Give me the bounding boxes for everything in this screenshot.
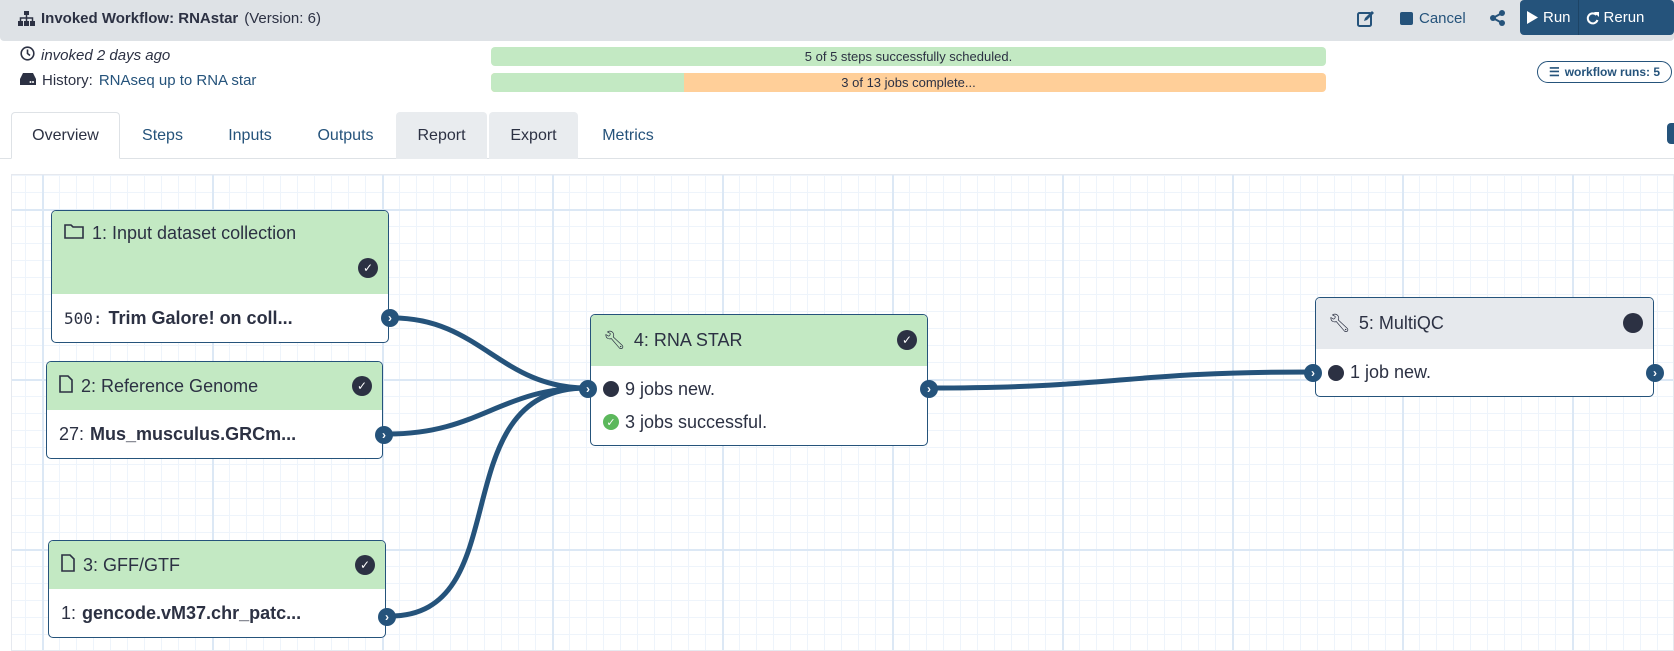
clock-icon	[603, 381, 619, 397]
wrench-icon: 🔧︎	[1328, 313, 1351, 333]
node-header: 3: GFF/GTF ✓	[49, 541, 385, 589]
folder-icon	[64, 223, 84, 244]
check-circle-icon: ✓	[603, 414, 619, 430]
workflow-title: Invoked Workflow: RNAstar (Version: 6)	[18, 10, 321, 27]
output-name: Mus_musculus.GRCm...	[90, 423, 297, 444]
rerun-button[interactable]: Rerun	[1577, 0, 1652, 35]
rerun-label: Rerun	[1603, 9, 1645, 26]
tab-export[interactable]: Export	[489, 112, 578, 159]
steps-progress-bar: 5 of 5 steps successfully scheduled.	[491, 47, 1326, 66]
cancel-label: Cancel	[1419, 10, 1466, 27]
workflow-node-reference-genome[interactable]: 2: Reference Genome ✓ 27:Mus_musculus.GR…	[46, 361, 393, 459]
run-label: Run	[1543, 9, 1571, 26]
invoked-text: invoked 2 days ago	[41, 47, 171, 64]
node-title: 5: MultiQC	[1358, 313, 1444, 333]
jobs-successful-text: 3 jobs successful.	[625, 411, 768, 432]
jobs-new-text: 9 jobs new.	[625, 378, 716, 399]
edit-button[interactable]	[1357, 10, 1375, 31]
sitemap-icon	[18, 11, 35, 26]
wrench-icon: 🔧︎	[603, 330, 626, 350]
output-terminal[interactable]: ›	[381, 309, 399, 327]
jobs-progress-fill	[491, 73, 684, 92]
header-bar	[0, 0, 1674, 41]
tab-metrics[interactable]: Metrics	[602, 126, 654, 144]
history-link[interactable]: RNAseq up to RNA star	[98, 72, 257, 89]
file-icon	[61, 553, 75, 577]
node-title: 3: GFF/GTF	[83, 554, 180, 575]
edit-icon	[1357, 10, 1375, 31]
title-text: Invoked Workflow: RNAstar	[41, 10, 239, 27]
share-icon	[1490, 10, 1505, 30]
node-output: 500:Trim Galore! on coll...	[52, 294, 388, 342]
workflow-runs-badge[interactable]: ☰ workflow runs: 5	[1537, 61, 1672, 83]
steps-progress-text: 5 of 5 steps successfully scheduled.	[804, 49, 1013, 64]
file-icon	[59, 374, 73, 398]
tab-overview[interactable]: Overview	[11, 112, 120, 159]
node-output: 27:Mus_musculus.GRCm...	[47, 410, 382, 458]
node-title: 4: RNA STAR	[633, 330, 743, 350]
node-header: 🔧︎ 4: RNA STAR ✓	[591, 315, 927, 366]
history-label: History:	[42, 72, 93, 89]
cancel-button[interactable]: Cancel	[1400, 10, 1466, 27]
node-job-states: 1 job new.	[1316, 349, 1653, 396]
clock-icon	[1328, 364, 1344, 381]
list-icon: ☰	[1548, 65, 1560, 79]
input-terminal[interactable]: ›	[579, 380, 597, 398]
node-title: 2: Reference Genome	[81, 375, 259, 396]
workflow-node-multiqc[interactable]: 🔧︎ 5: MultiQC 1 job new. › ›	[1304, 297, 1664, 397]
share-button[interactable]	[1490, 10, 1505, 30]
jobs-progress-text: 3 of 13 jobs complete...	[841, 75, 976, 90]
history-info: History: RNAseq up to RNA star	[20, 72, 256, 89]
hdd-icon	[20, 72, 36, 89]
output-hid: 500:	[64, 308, 103, 328]
play-icon	[1527, 11, 1538, 24]
check-circle-icon: ✓	[358, 258, 378, 278]
jobs-progress-bar: 3 of 13 jobs complete...	[491, 73, 1326, 92]
node-job-states: 9 jobs new. ✓ 3 jobs successful.	[591, 366, 927, 445]
node-output: 1:gencode.vM37.chr_patc...	[49, 589, 385, 637]
output-hid: 1:	[61, 602, 77, 623]
clock-icon	[1623, 313, 1643, 333]
stop-icon	[1400, 12, 1413, 25]
check-circle-icon: ✓	[355, 555, 375, 575]
side-panel-toggle[interactable]	[1667, 123, 1674, 144]
tab-report[interactable]: Report	[396, 112, 487, 159]
clock-icon	[20, 46, 35, 65]
node-title: 1: Input dataset collection	[92, 223, 297, 243]
tab-bar: Overview Steps Inputs Outputs Report Exp…	[0, 112, 1674, 159]
tab-outputs[interactable]: Outputs	[317, 126, 374, 144]
node-header: 🔧︎ 5: MultiQC	[1316, 298, 1653, 349]
output-terminal[interactable]: ›	[920, 380, 938, 398]
check-circle-icon: ✓	[352, 376, 372, 396]
output-terminal[interactable]: ›	[378, 608, 396, 626]
output-name: Trim Galore! on coll...	[108, 307, 293, 328]
redo-icon	[1586, 11, 1599, 25]
invoked-time: invoked 2 days ago	[20, 46, 170, 65]
node-header: 2: Reference Genome ✓	[47, 362, 382, 410]
workflow-node-gff-gtf[interactable]: 3: GFF/GTF ✓ 1:gencode.vM37.chr_patc... …	[48, 540, 396, 638]
workflow-node-input-collection[interactable]: 1: Input dataset collection ✓ 500:Trim G…	[51, 210, 399, 343]
node-header: 1: Input dataset collection ✓	[52, 211, 388, 294]
version-text: (Version: 6)	[244, 10, 321, 27]
run-button-group: Run Rerun	[1520, 0, 1674, 35]
check-circle-icon: ✓	[897, 330, 917, 350]
tab-steps[interactable]: Steps	[142, 126, 183, 144]
output-terminal[interactable]: ›	[375, 426, 393, 444]
workflow-node-rna-star[interactable]: 🔧︎ 4: RNA STAR ✓ 9 jobs new. ✓ 3 jobs suc…	[579, 314, 938, 446]
output-hid: 27:	[59, 423, 85, 444]
input-terminal[interactable]: ›	[1304, 364, 1322, 382]
tab-inputs[interactable]: Inputs	[228, 126, 272, 144]
run-button[interactable]: Run	[1520, 0, 1578, 35]
jobs-new-text: 1 job new.	[1350, 362, 1432, 382]
workflow-runs-label: workflow runs: 5	[1564, 65, 1661, 79]
output-name: gencode.vM37.chr_patc...	[82, 602, 302, 623]
output-terminal[interactable]: ›	[1646, 364, 1664, 382]
